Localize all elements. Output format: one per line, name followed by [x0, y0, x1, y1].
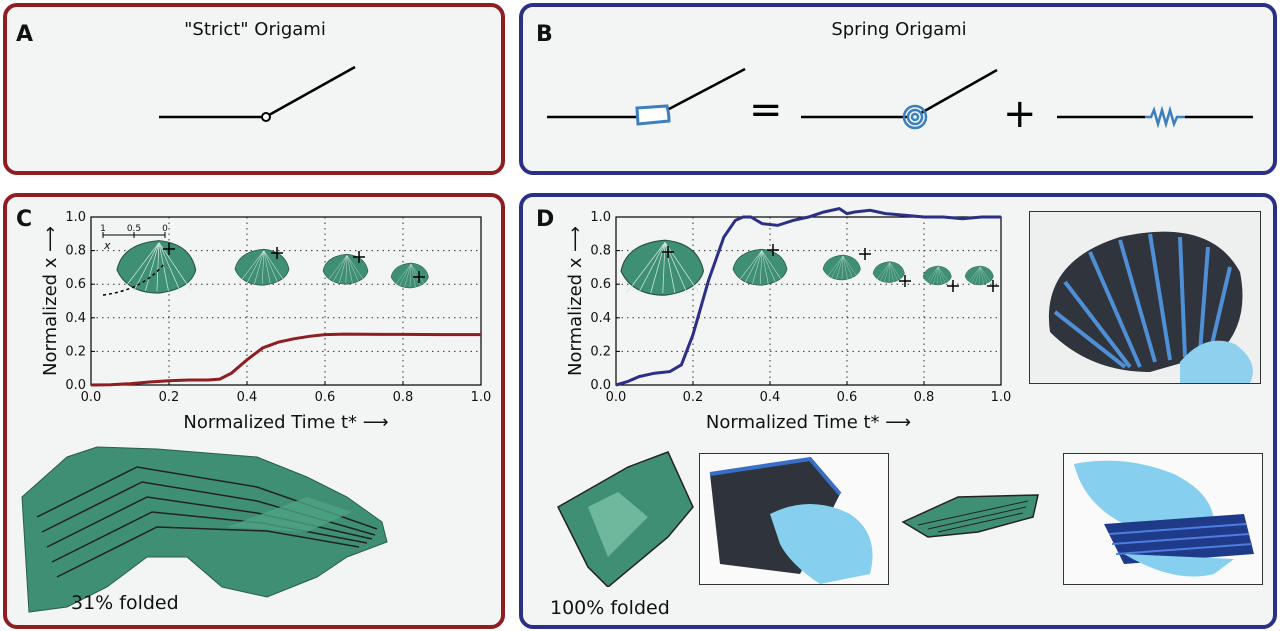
origami-thumbnail: [732, 248, 788, 286]
folded-sheet-simulation-d2: [901, 494, 1039, 538]
x-tick-label: 1.0: [471, 390, 492, 405]
x-tick-label: 0.2: [683, 390, 704, 405]
panel-a: A "Strict" Origami: [3, 3, 505, 175]
y-tick-label: 0.0: [590, 378, 611, 393]
plot-frame: [90, 216, 482, 386]
torsion-spring-icon: [902, 104, 928, 130]
y-tick-label: 0.2: [65, 344, 86, 359]
y-tick-label: 1.0: [590, 210, 611, 225]
origami-thumbnail: [822, 254, 861, 281]
origami-thumbnail: [234, 248, 290, 286]
x-tick-label: 1.0: [991, 390, 1012, 405]
y-axis-label: Normalized x ⟶: [40, 226, 61, 376]
panel-b: B Spring Origami = +: [519, 3, 1277, 175]
y-tick-label: 1.0: [65, 210, 86, 225]
photo-folding-hand: [699, 453, 889, 585]
folded-sheet-simulation-c: [21, 446, 388, 613]
linear-spring-icon: [1145, 105, 1185, 129]
series-line: [615, 206, 1001, 387]
panel-a-label: A: [16, 22, 34, 47]
y-tick-label: 0.2: [590, 344, 611, 359]
y-tick-label: 0.6: [65, 277, 86, 292]
inset-scale-label: 0.5: [127, 224, 141, 234]
y-axis-label: Normalized x ⟶: [565, 226, 586, 376]
inset-var-label: x: [103, 239, 111, 252]
x-tick-label: 0.4: [237, 390, 258, 405]
x-tick-label: 0.8: [914, 390, 935, 405]
photo-unfolded-sheet: [1029, 211, 1261, 384]
panel-b-label: B: [536, 22, 553, 47]
y-tick-label: 0.8: [590, 244, 611, 259]
y-tick-label: 0.0: [65, 378, 86, 393]
x-tick-label: 0.2: [159, 390, 180, 405]
inset-trajectory: [102, 262, 166, 296]
x-tick-label: 0.6: [315, 390, 336, 405]
origami-thumbnail: [922, 265, 952, 286]
origami-thumbnail: [872, 261, 905, 283]
y-tick-label: 0.4: [65, 311, 86, 326]
inset-scale-label: 1: [100, 224, 106, 234]
origami-thumbnail: [964, 265, 994, 286]
folded-sheet-simulation-d1: [557, 451, 694, 587]
inset-scale-label: 0: [162, 224, 168, 234]
panel-b-title: Spring Origami: [831, 19, 967, 40]
y-tick-label: 0.6: [590, 277, 611, 292]
origami-thumbnail: [390, 262, 429, 289]
plus-sign: +: [1003, 91, 1037, 137]
x-axis-label: Normalized Time t* ⟶: [183, 412, 388, 433]
panel-d-label: D: [536, 207, 555, 232]
strict-hinge-diagram: [159, 65, 356, 122]
y-tick-label: 0.8: [65, 244, 86, 259]
photo-fully-folded: [1063, 453, 1263, 585]
x-tick-label: 0.0: [606, 390, 627, 405]
x-tick-label: 0.8: [393, 390, 414, 405]
panel-d-caption: 100% folded: [550, 597, 670, 619]
x-tick-label: 0.6: [837, 390, 858, 405]
origami-thumbnail: [620, 239, 705, 296]
x-tick-label: 0.0: [81, 390, 102, 405]
panel-c-label: C: [16, 207, 33, 232]
hinge-joint-icon: [261, 112, 271, 122]
spring-hinge-diagram: [547, 67, 1253, 130]
x-axis-label: Normalized Time t* ⟶: [706, 412, 911, 433]
x-tick-label: 0.4: [760, 390, 781, 405]
y-tick-label: 0.4: [590, 311, 611, 326]
origami-thumbnail: [322, 253, 369, 285]
panel-a-title: "Strict" Origami: [184, 19, 326, 40]
panel-c-caption: 31% folded: [71, 592, 179, 614]
series-line: [90, 332, 481, 387]
equals-sign: =: [749, 87, 783, 133]
flexible-hinge-icon: [635, 104, 671, 126]
origami-thumbnail: [116, 240, 197, 294]
